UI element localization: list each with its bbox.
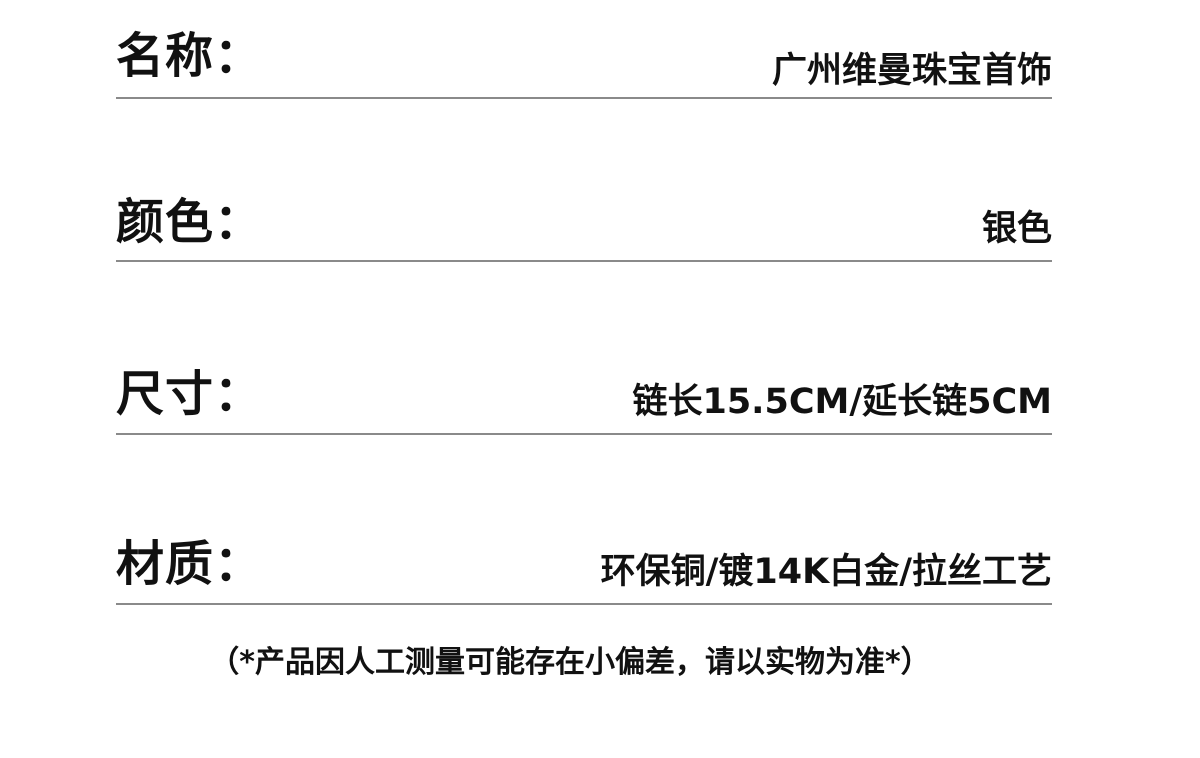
spec-value-size: 链长15.5CM/延长链5CM (632, 382, 1052, 422)
spec-row-color: 颜色： 银色 (116, 0, 1052, 262)
spec-label-color: 颜色： (116, 194, 264, 250)
spec-label-name: 名称： (116, 28, 264, 84)
measurement-disclaimer: （*产品因人工测量可能存在小偏差，请以实物为准*） (209, 645, 931, 680)
spec-label-material: 材质： (116, 536, 264, 592)
spec-row-name: 名称： 广州维曼珠宝首饰 (116, 0, 1052, 99)
spec-label-size: 尺寸： (116, 366, 264, 422)
spec-value-material: 环保铜/镀14K白金/拉丝工艺 (600, 552, 1052, 592)
spec-value-name: 广州维曼珠宝首饰 (771, 51, 1052, 91)
spec-row-size: 尺寸： 链长15.5CM/延长链5CM (116, 0, 1052, 435)
spec-value-color: 银色 (981, 209, 1052, 249)
spec-row-material: 材质： 环保铜/镀14K白金/拉丝工艺 (116, 0, 1052, 605)
